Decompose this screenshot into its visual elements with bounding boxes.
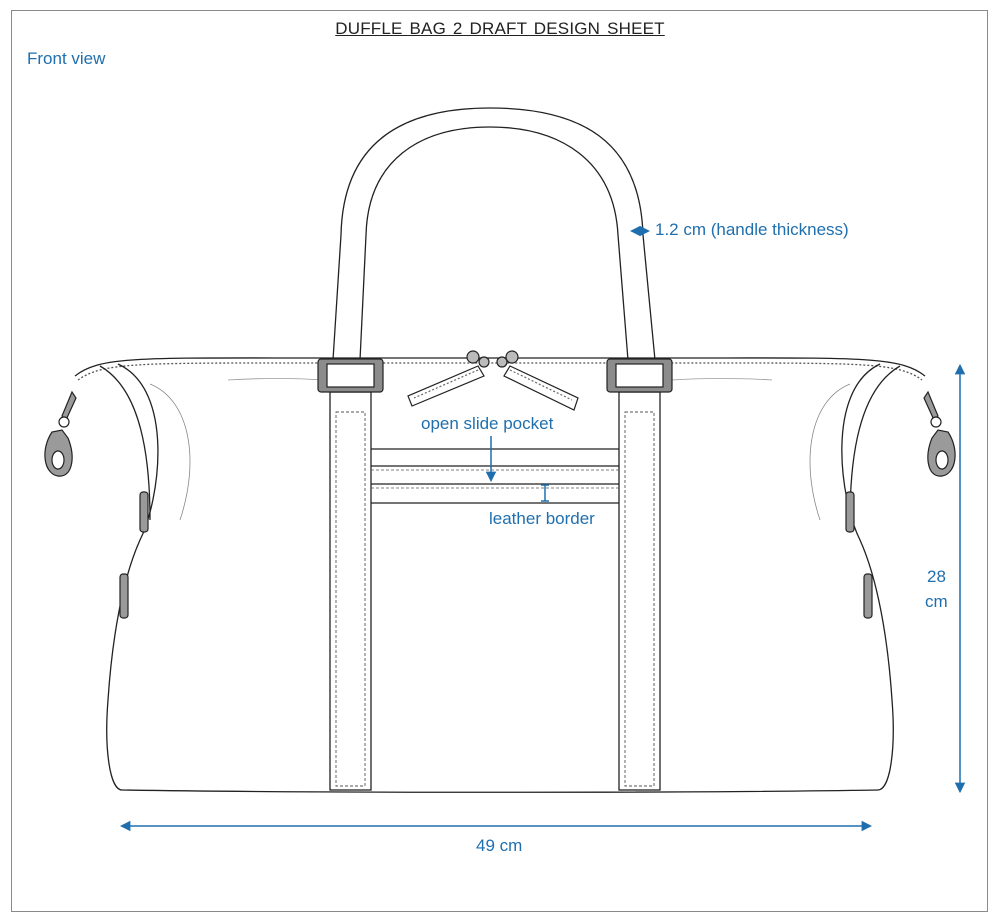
- handle: [332, 107, 656, 361]
- sheet-border: [11, 10, 988, 912]
- view-label: Front view: [27, 49, 106, 68]
- leather-straps: [329, 391, 661, 791]
- height-value-label: 28: [927, 567, 946, 586]
- slide-pocket: [371, 448, 619, 504]
- side-clasps: [44, 390, 956, 619]
- strap-rings: [317, 358, 673, 393]
- border-label: leather border: [489, 509, 595, 528]
- width-label: 49 cm: [476, 836, 523, 855]
- height-unit-label: cm: [925, 592, 948, 611]
- sheet-title: DUFFLE BAG 2 DRAFT DESIGN SHEET: [335, 19, 665, 38]
- handle-thickness-label: 1.2 cm (handle thickness): [655, 220, 849, 239]
- zipper-pulls: [407, 350, 579, 411]
- dimension-lines: [119, 225, 966, 832]
- pocket-label: open slide pocket: [421, 414, 554, 433]
